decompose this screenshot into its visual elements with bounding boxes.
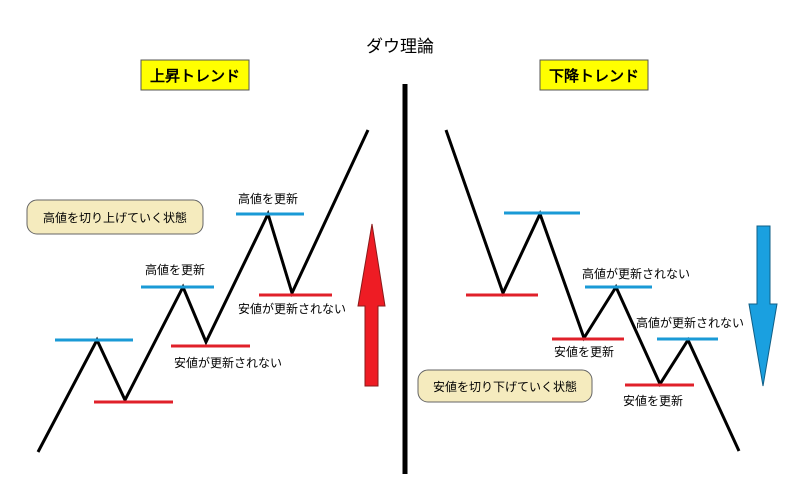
- uptrend-description-box: [26, 199, 204, 235]
- uptrend-heading-box: [140, 59, 250, 91]
- downtrend-high-label-2: 高値が更新されない: [636, 315, 744, 330]
- downtrend-lower-low-label-1: 安値を更新: [554, 344, 614, 359]
- down-arrow-icon: [748, 225, 778, 387]
- downtrend-lower-low-label-2: 安値を更新: [623, 393, 683, 408]
- uptrend-higher-high-label-2: 高値を更新: [238, 191, 298, 206]
- uptrend-low-label-2: 安値が更新されない: [238, 301, 346, 316]
- downtrend-high-label-1: 高値が更新されない: [582, 266, 690, 281]
- downtrend-description: 安値を切り下げていく状態: [433, 379, 577, 394]
- downtrend-price-line: [444, 129, 741, 452]
- uptrend-description: 高値を切り上げていく状態: [43, 210, 187, 225]
- uptrend-heading: 上昇トレンド: [150, 67, 240, 85]
- uptrend-higher-high-label-1: 高値を更新: [145, 262, 205, 277]
- uptrend-price-line: [36, 129, 370, 453]
- downtrend-description-box: [417, 369, 593, 403]
- up-arrow-icon: [357, 223, 386, 387]
- downtrend-heading-box: [539, 59, 649, 91]
- downtrend-panel: 下降トレンド 安値を切り下げていく状態 高値が更新されない 高値が更新されない …: [417, 59, 778, 452]
- uptrend-low-label-1: 安値が更新されない: [174, 355, 282, 370]
- diagram-title: ダウ理論: [366, 37, 434, 57]
- downtrend-heading: 下降トレンド: [549, 67, 639, 85]
- uptrend-panel: 上昇トレンド 高値を切り上げていく状態 高値を更新 高値を更新 安値が更新されな…: [26, 59, 386, 453]
